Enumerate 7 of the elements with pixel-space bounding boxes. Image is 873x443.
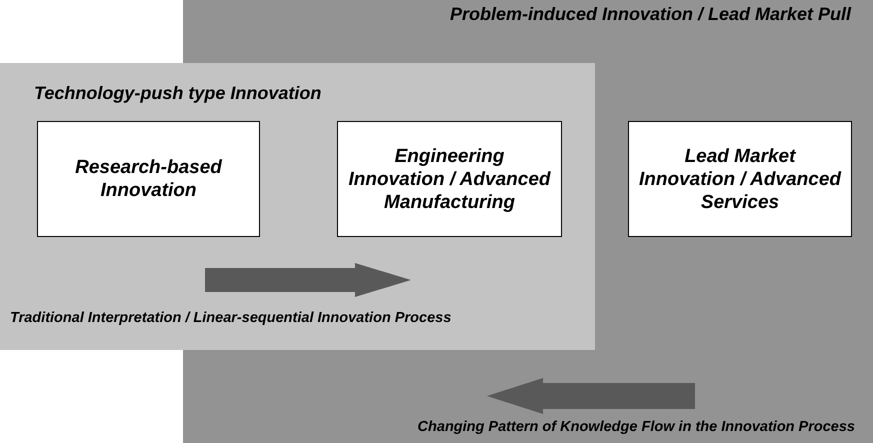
panel-title: Technology-push type Innovation — [34, 83, 322, 104]
panel-caption: Traditional Interpretation / Linear-sequential Innovation Process — [10, 310, 452, 326]
process-box: Research-based Innovation — [37, 121, 260, 237]
panel-caption: Changing Pattern of Knowledge Flow in the Innovation Process — [418, 419, 855, 435]
process-box: Lead Market Innovation / Advanced Services — [628, 121, 852, 237]
panel-title: Problem-induced Innovation / Lead Market Pull — [450, 4, 851, 25]
process-box: Engineering Innovation / Advanced Manufacturing — [337, 121, 562, 237]
